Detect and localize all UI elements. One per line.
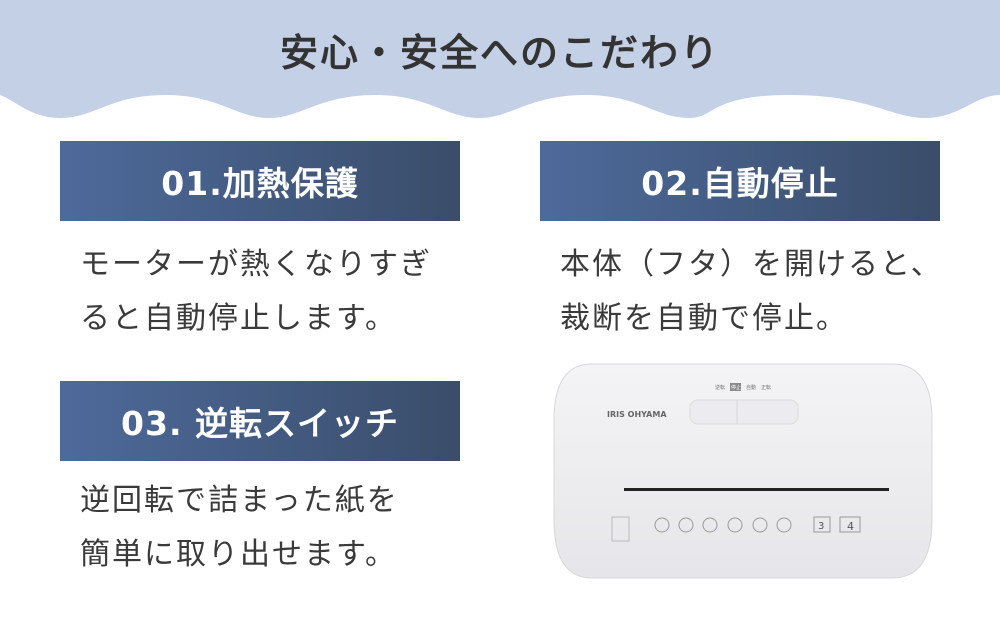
brand-logo: IRIS OHYAMA <box>607 410 667 419</box>
description-line: モーターが熱くなりすぎ <box>80 247 432 282</box>
feature-heading-auto-stop: 02.自動停止 <box>540 141 940 221</box>
page-title: 安心・安全へのこだわり <box>279 31 720 75</box>
feature-heading-heat-protection: 01.加熱保護 <box>60 141 460 221</box>
feature-description-auto-stop: 本体（フタ）を開けると、 裁断を自動で停止。 <box>560 238 943 346</box>
switch-label: 逆転 <box>715 384 725 391</box>
description-line: ると自動停止します。 <box>80 301 397 336</box>
paper-slot <box>624 488 889 491</box>
wave-banner-background <box>0 0 1000 118</box>
description-line: 本体（フタ）を開けると、 <box>560 247 943 282</box>
description-line: 裁断を自動で停止。 <box>560 301 848 336</box>
reverse-switch <box>689 399 799 425</box>
shredder-product-image: IRIS OHYAMA 逆転 停止 自動 正転 3 4 <box>553 363 933 579</box>
feature-description-heat-protection: モーターが熱くなりすぎ ると自動停止します。 <box>80 238 432 346</box>
switch-label: 停止 <box>731 384 741 391</box>
switch-label: 正転 <box>761 385 771 391</box>
description-line: 簡単に取り出せます。 <box>80 537 397 572</box>
switch-label: 自動 <box>746 384 756 391</box>
capacity-label: 4 <box>847 520 854 533</box>
capacity-label: 3 <box>818 521 824 532</box>
feature-heading-reverse-switch: 03. 逆転スイッチ <box>60 381 460 461</box>
warning-icons <box>654 516 861 533</box>
description-line: 逆回転で詰まった紙を <box>80 483 399 518</box>
feature-description-reverse-switch: 逆回転で詰まった紙を 簡単に取り出せます。 <box>80 474 399 582</box>
